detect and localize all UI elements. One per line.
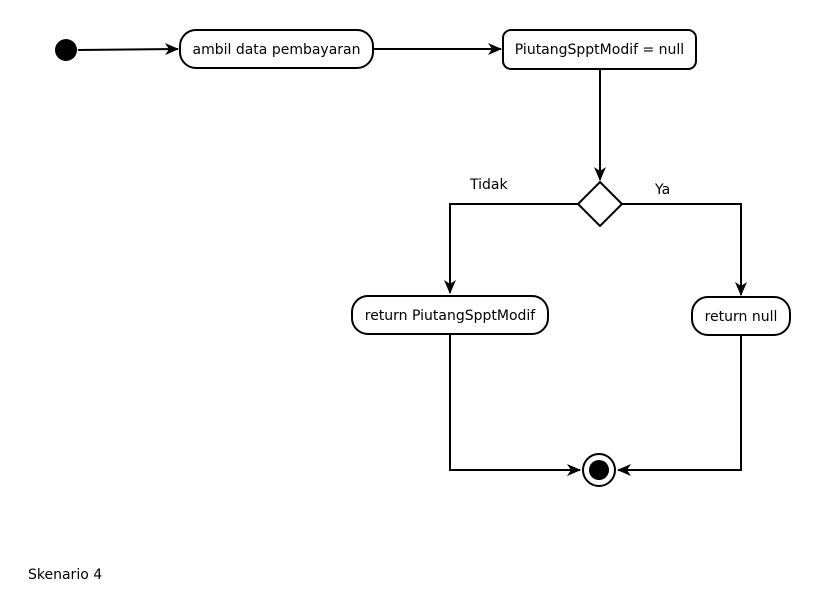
final-node (582, 453, 616, 487)
action-return-modif: return PiutangSpptModif (351, 295, 549, 335)
action-ambil-data: ambil data pembayaran (179, 29, 374, 69)
action-check-null-label: PiutangSpptModif = null (515, 42, 684, 58)
initial-node (55, 39, 77, 61)
action-check-null: PiutangSpptModif = null (502, 29, 697, 70)
edge-initial-to-ambil-data (77, 43, 179, 56)
action-ambil-data-label: ambil data pembayaran (193, 42, 361, 58)
decision-no-label: Tidak (469, 177, 508, 193)
edge-return-modif-to-final (449, 334, 581, 476)
action-return-null-label: return null (705, 309, 778, 325)
decision-node (576, 180, 624, 228)
edge-decision-to-return-modif (444, 203, 578, 294)
scenario-caption: Skenario 4 (28, 567, 103, 583)
edge-return-null-to-final (617, 335, 742, 476)
edge-decision-to-return-null (622, 203, 747, 296)
decision-yes-label: Ya (654, 182, 670, 198)
action-return-modif-label: return PiutangSpptModif (365, 308, 537, 324)
action-return-null: return null (691, 296, 791, 336)
final-node-inner (589, 460, 609, 480)
